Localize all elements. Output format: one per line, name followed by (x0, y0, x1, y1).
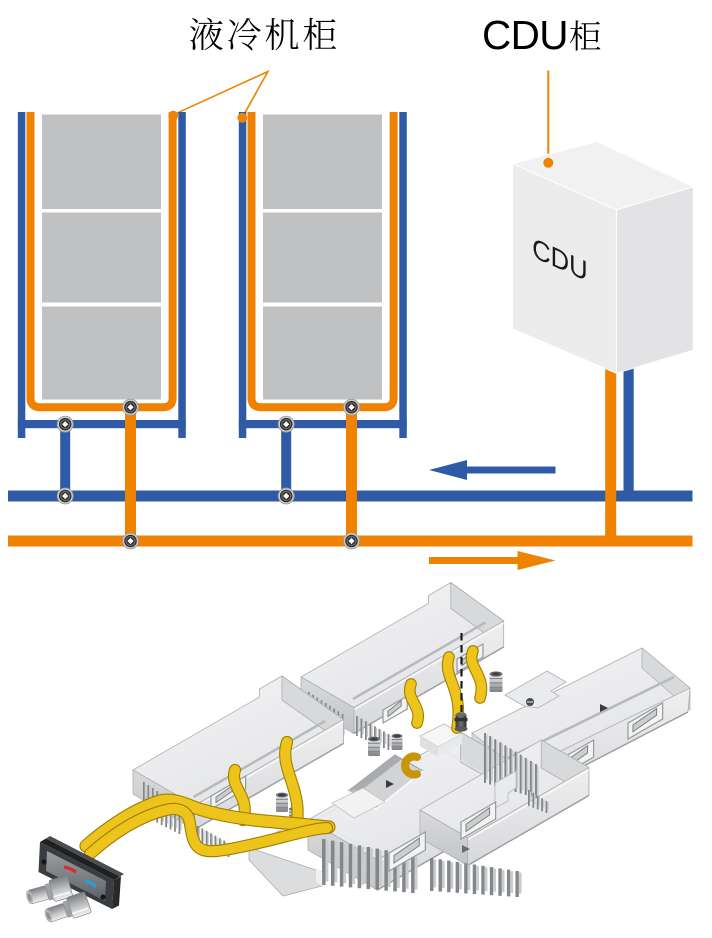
svg-text:CDU: CDU (482, 12, 568, 58)
